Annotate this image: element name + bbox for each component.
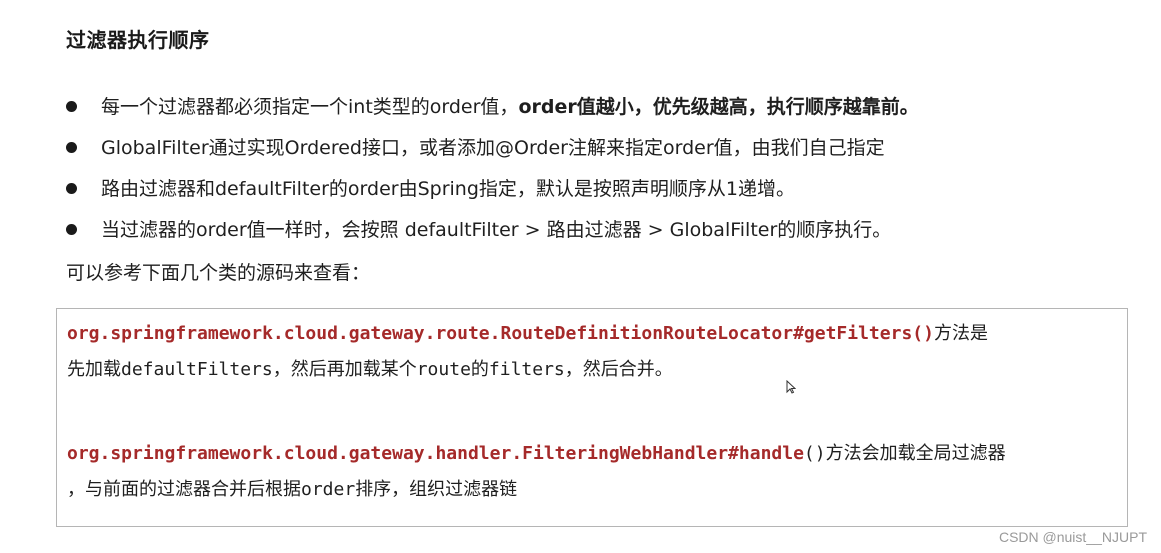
reference-note: 可以参考下面几个类的源码来查看：	[66, 262, 371, 284]
code-line-text: 先加载	[67, 359, 121, 380]
bullet-list: 每一个过滤器都必须指定一个int类型的order值，order值越小，优先级越高…	[66, 92, 1146, 256]
code-line: org.springframework.cloud.gateway.route.…	[67, 321, 988, 347]
class-reference: org.springframework.cloud.gateway.handle…	[67, 443, 804, 464]
code-line: ，与前面的过滤器合并后根据order排序，组织过滤器链	[67, 477, 517, 503]
code-line: 先加载defaultFilters，然后再加载某个route的filters，然…	[67, 357, 673, 383]
section-title: 过滤器执行顺序	[66, 28, 210, 52]
inline-code: defaultFilters	[121, 359, 273, 380]
inline-code: order	[301, 479, 356, 500]
bullet-text: 每一个过滤器都必须指定一个int类型的order值，order值越小，优先级越高…	[101, 96, 919, 118]
code-box: org.springframework.cloud.gateway.route.…	[56, 308, 1128, 527]
code-line-suffix: 方法是	[933, 323, 988, 344]
bullet-text: GlobalFilter通过实现Ordered接口，或者添加@Order注解来指…	[101, 137, 885, 159]
class-reference: org.springframework.cloud.gateway.route.…	[67, 323, 934, 344]
inline-code: filters	[488, 359, 565, 380]
list-item: GlobalFilter通过实现Ordered接口，或者添加@Order注解来指…	[66, 133, 1146, 174]
code-line-text: ，与前面的过滤器合并后根据	[67, 479, 301, 500]
inline-code: ()	[803, 443, 826, 464]
watermark: CSDN @nuist__NJUPT	[998, 529, 1147, 545]
code-line-text: 的	[470, 359, 489, 380]
bullet-icon	[66, 142, 77, 153]
bullet-text: 路由过滤器和defaultFilter的order由Spring指定，默认是按照…	[101, 178, 795, 200]
inline-code: route	[416, 359, 471, 380]
list-item: 当过滤器的order值一样时，会按照 defaultFilter > 路由过滤器…	[66, 215, 1146, 256]
code-line: org.springframework.cloud.gateway.handle…	[67, 441, 1006, 467]
code-line-text: ，然后合并。	[564, 359, 673, 380]
code-line-text: ，然后再加载某个	[272, 359, 417, 380]
code-line-suffix: 方法会加载全局过滤器	[825, 443, 1006, 464]
bullet-text: 当过滤器的order值一样时，会按照 defaultFilter > 路由过滤器…	[101, 219, 892, 241]
list-item: 路由过滤器和defaultFilter的order由Spring指定，默认是按照…	[66, 174, 1146, 215]
list-item: 每一个过滤器都必须指定一个int类型的order值，order值越小，优先级越高…	[66, 92, 1146, 133]
mouse-cursor-icon	[786, 380, 796, 394]
bullet-emphasis: order值越小，优先级越高，执行顺序越靠前。	[518, 96, 919, 118]
bullet-icon	[66, 224, 77, 235]
bullet-icon	[66, 101, 77, 112]
bullet-icon	[66, 183, 77, 194]
code-line-text: 排序，组织过滤器链	[355, 479, 518, 500]
